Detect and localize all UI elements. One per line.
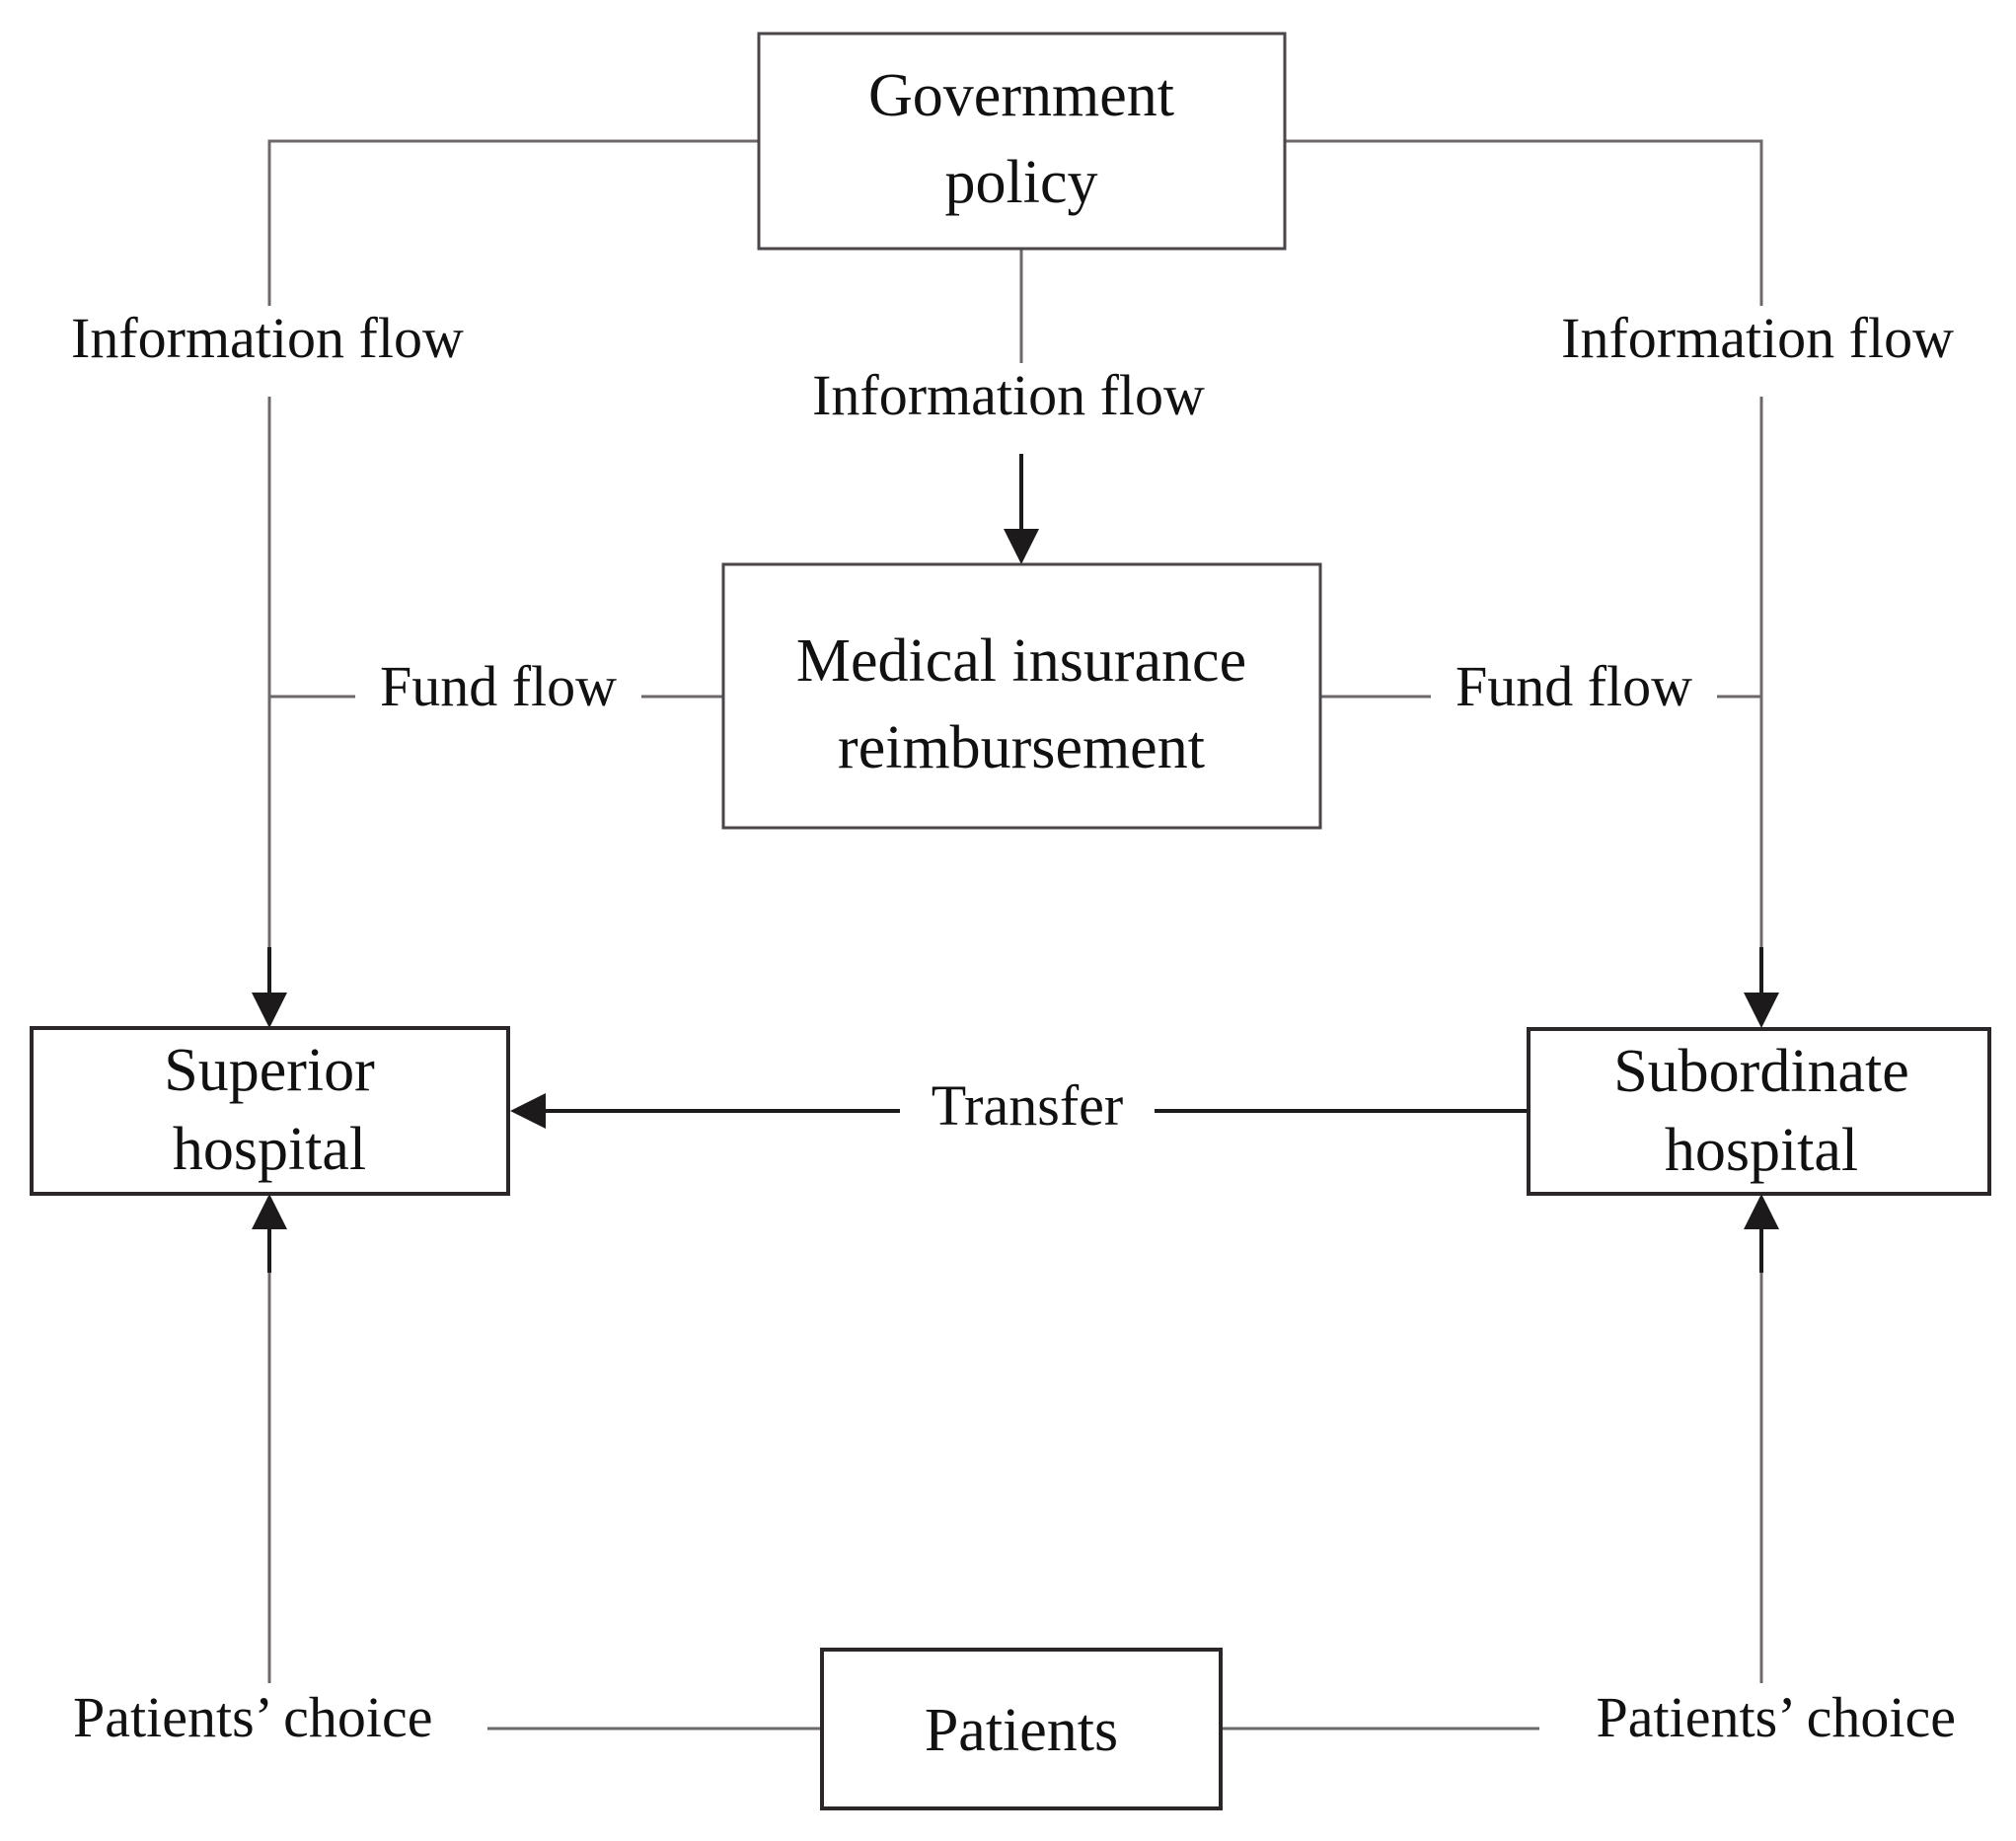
edge-label-fund-flow-left: Fund flow <box>380 654 617 718</box>
node-superior-hospital[interactable]: Superior hospital <box>30 1026 510 1196</box>
edge-label-information-flow-center: Information flow <box>812 363 1205 427</box>
node-subordinate-hospital-label-line2: hospital <box>1665 1117 1858 1184</box>
node-superior-hospital-label-line1: Superior <box>164 1037 375 1104</box>
node-patients[interactable]: Patients <box>820 1648 1223 1810</box>
edge-label-information-flow-right: Information flow <box>1561 306 1954 370</box>
edge-label-fund-flow-right: Fund flow <box>1456 654 1692 718</box>
node-medical-insurance-reimbursement[interactable]: Medical insurance reimbursement <box>721 562 1322 830</box>
edge-government-to-subordinate <box>1285 139 1779 1028</box>
node-government-policy-label-line1: Government <box>868 62 1174 129</box>
edge-patients-to-superior <box>252 1194 822 1731</box>
node-medical-insurance-label-line2: reimbursement <box>838 714 1205 781</box>
edge-label-patients-choice-left: Patients’ choice <box>73 1685 433 1749</box>
node-patients-label: Patients <box>925 1697 1118 1764</box>
node-superior-hospital-label-line2: hospital <box>173 1116 366 1183</box>
edge-patients-to-subordinate <box>1221 1194 1779 1731</box>
edge-label-information-flow-left: Information flow <box>71 306 464 370</box>
edge-government-to-superior <box>252 139 759 1028</box>
node-government-policy-label-line2: policy <box>945 149 1098 216</box>
node-medical-insurance-label-line1: Medical insurance <box>796 627 1246 695</box>
edge-label-transfer: Transfer <box>932 1073 1123 1138</box>
node-subordinate-hospital[interactable]: Subordinate hospital <box>1527 1027 1991 1196</box>
node-government-policy[interactable]: Government policy <box>757 32 1287 251</box>
edge-label-patients-choice-right: Patients’ choice <box>1596 1685 1956 1749</box>
node-subordinate-hospital-label-line1: Subordinate <box>1613 1038 1909 1105</box>
